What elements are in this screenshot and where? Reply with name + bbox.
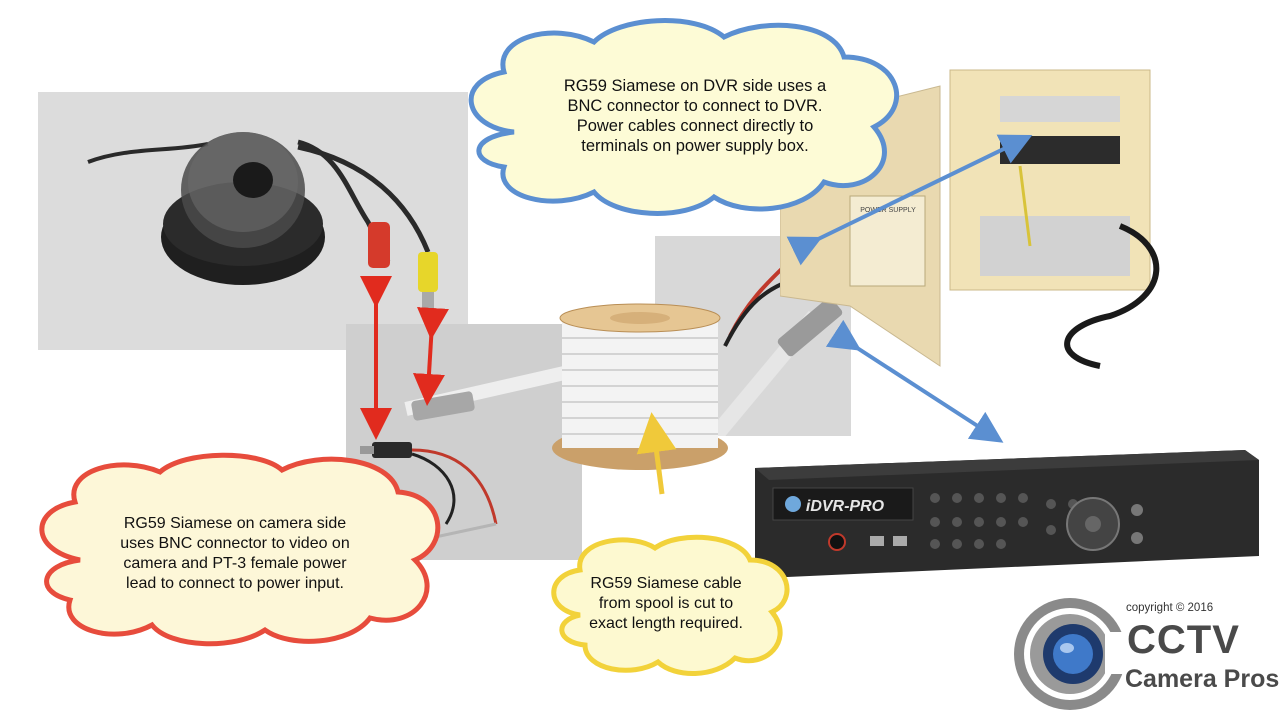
callout-spool-text: RG59 Siamese cable from spool is cut to … — [589, 575, 743, 632]
power-connector-icon — [360, 442, 412, 458]
arrow-blue-dvr — [825, 319, 1004, 443]
cloud-callout-icon — [551, 534, 790, 676]
logo-text-camera-pros: Camera Pros — [1125, 665, 1280, 693]
dvr-icon: iDVR-PRO — [755, 450, 1259, 578]
arrow-red-bnc — [412, 307, 449, 406]
callout-dvr-side-text: RG59 Siamese on DVR side uses a BNC conn… — [563, 77, 827, 155]
cloud-callout-spool — [551, 534, 790, 676]
photo-dvr: iDVR-PRO — [745, 440, 1265, 580]
logo-text-cctv: CCTV — [1127, 618, 1240, 662]
arrow-blue-power-box — [786, 134, 1033, 266]
logo-lens-icon — [1014, 598, 1129, 710]
logo-graphic — [1014, 598, 1129, 710]
copyright-text: copyright © 2016 — [1126, 602, 1214, 614]
photo-dome-camera — [38, 92, 468, 350]
dvr-brand: iDVR-PRO — [806, 498, 885, 515]
arrow-yellow-spool — [636, 412, 677, 495]
bnc-connector-icon — [777, 297, 843, 357]
cloud-callout-camera-side — [39, 452, 441, 647]
dome-camera-icon — [87, 132, 438, 316]
cloud-callout-icon — [39, 452, 441, 647]
callout-camera-side-text: RG59 Siamese on camera side uses BNC con… — [120, 515, 350, 592]
